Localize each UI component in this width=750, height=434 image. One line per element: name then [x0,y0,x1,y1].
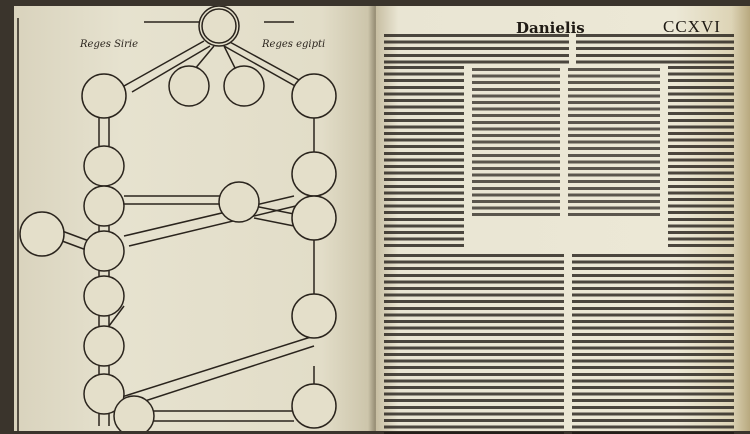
running-head: Danielis [516,19,585,37]
genealogy-diagram [17,6,337,431]
commentary-column [384,254,564,434]
gloss-column [668,66,734,251]
reges-egipti-heading: Reges egipti [262,39,326,50]
gloss-column [384,66,464,251]
commentary-column [572,254,734,434]
bible-text-column [568,68,660,218]
left-page: Reges Sirie Reges egipti [14,6,376,431]
right-page: Danielis CCXVI [376,6,750,434]
bible-text-column [472,68,560,218]
folio-number: CCXVI [663,17,721,36]
reges-sirie-heading: Reges Sirie [80,39,139,50]
commentary-block [384,34,569,64]
commentary-block [576,34,734,64]
